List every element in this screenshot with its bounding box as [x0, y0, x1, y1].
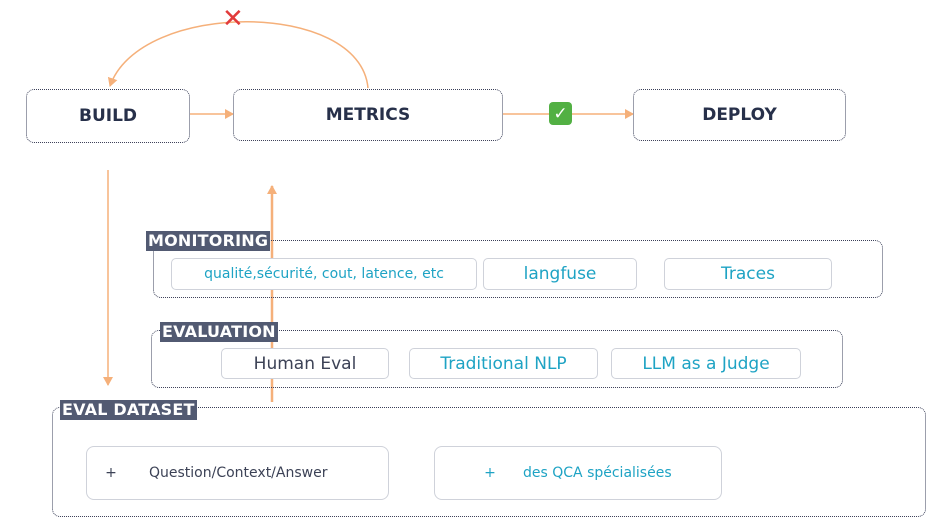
plus-icon: + [105, 465, 117, 481]
monitoring-item-langfuse: langfuse [483, 258, 637, 290]
stage-build-label: BUILD [78, 106, 138, 126]
dataset-card-qca: + Question/Context/Answer [86, 446, 389, 500]
plus-icon: + [484, 465, 496, 481]
stage-metrics: METRICS [233, 89, 503, 141]
evaluation-label: EVALUATION [160, 322, 278, 342]
stage-deploy-label: DEPLOY [702, 105, 777, 125]
monitoring-label: MONITORING [146, 231, 271, 251]
accept-check-glyph: ✓ [553, 103, 568, 124]
eval-dataset-group [52, 407, 926, 517]
monitoring-group [153, 240, 883, 298]
stage-deploy: DEPLOY [633, 89, 846, 141]
feedback-arc [107, 21, 369, 89]
stage-build: BUILD [26, 89, 190, 143]
dataset-card-specialized-text: des QCA spécialisées [523, 465, 672, 481]
monitoring-item-quality: qualité,sécurité, cout, latence, etc [171, 258, 477, 290]
evaluation-item-llm-judge: LLM as a Judge [611, 348, 801, 379]
accept-check-icon: ✓ [549, 102, 572, 125]
evaluation-group [151, 330, 843, 388]
stage-metrics-label: METRICS [325, 105, 411, 125]
evaluation-item-human-eval: Human Eval [221, 348, 389, 379]
monitoring-item-traces: Traces [664, 258, 832, 290]
evaluation-item-traditional-nlp: Traditional NLP [409, 348, 598, 379]
dataset-card-qca-text: Question/Context/Answer [149, 465, 328, 481]
eval-dataset-label: EVAL DATASET [60, 400, 197, 420]
reject-x-icon: ✕ [222, 4, 244, 34]
dataset-card-specialized: + des QCA spécialisées [434, 446, 722, 500]
